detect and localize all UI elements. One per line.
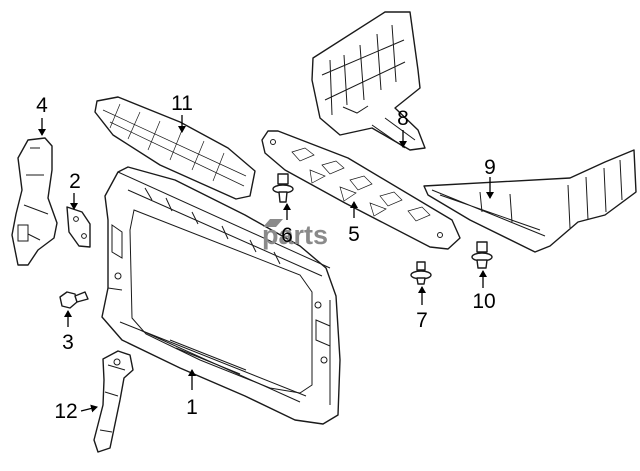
part-5-lower-plate: [261, 130, 461, 250]
callout-7: 7: [416, 309, 428, 332]
part-9-left-under-cover: [423, 149, 637, 253]
watermark-text: parts: [262, 220, 328, 250]
callout-9: 9: [484, 156, 496, 179]
part-11-upper-cover: [94, 96, 256, 200]
part-1-radiator-support: [101, 166, 341, 425]
watermark-logo: parts: [262, 219, 328, 250]
part-2-small-bracket: [66, 206, 91, 248]
callout-5: 5: [348, 223, 360, 246]
leader-12: [80, 404, 98, 413]
callout-labels: 4 2 3 11 8 5 6 9 7 10 1 12: [36, 92, 496, 423]
callout-2: 2: [69, 170, 81, 193]
part-7-screw: [410, 261, 432, 285]
callout-12: 12: [54, 400, 77, 423]
part-6-clip: [272, 173, 294, 203]
callout-8: 8: [397, 107, 409, 130]
callout-1: 1: [186, 396, 198, 419]
callout-4: 4: [36, 94, 48, 117]
callout-6: 6: [281, 224, 293, 247]
part-4-side-bracket: [11, 137, 58, 266]
leader-lines: [38, 115, 494, 413]
part-10-clip: [471, 241, 493, 269]
part-8-right-under-cover: [311, 11, 426, 151]
callout-10: 10: [472, 290, 495, 313]
part-12-lock-support: [93, 350, 134, 453]
part-3-bolt: [59, 291, 89, 309]
callout-11: 11: [171, 92, 193, 115]
callout-3: 3: [62, 331, 74, 354]
